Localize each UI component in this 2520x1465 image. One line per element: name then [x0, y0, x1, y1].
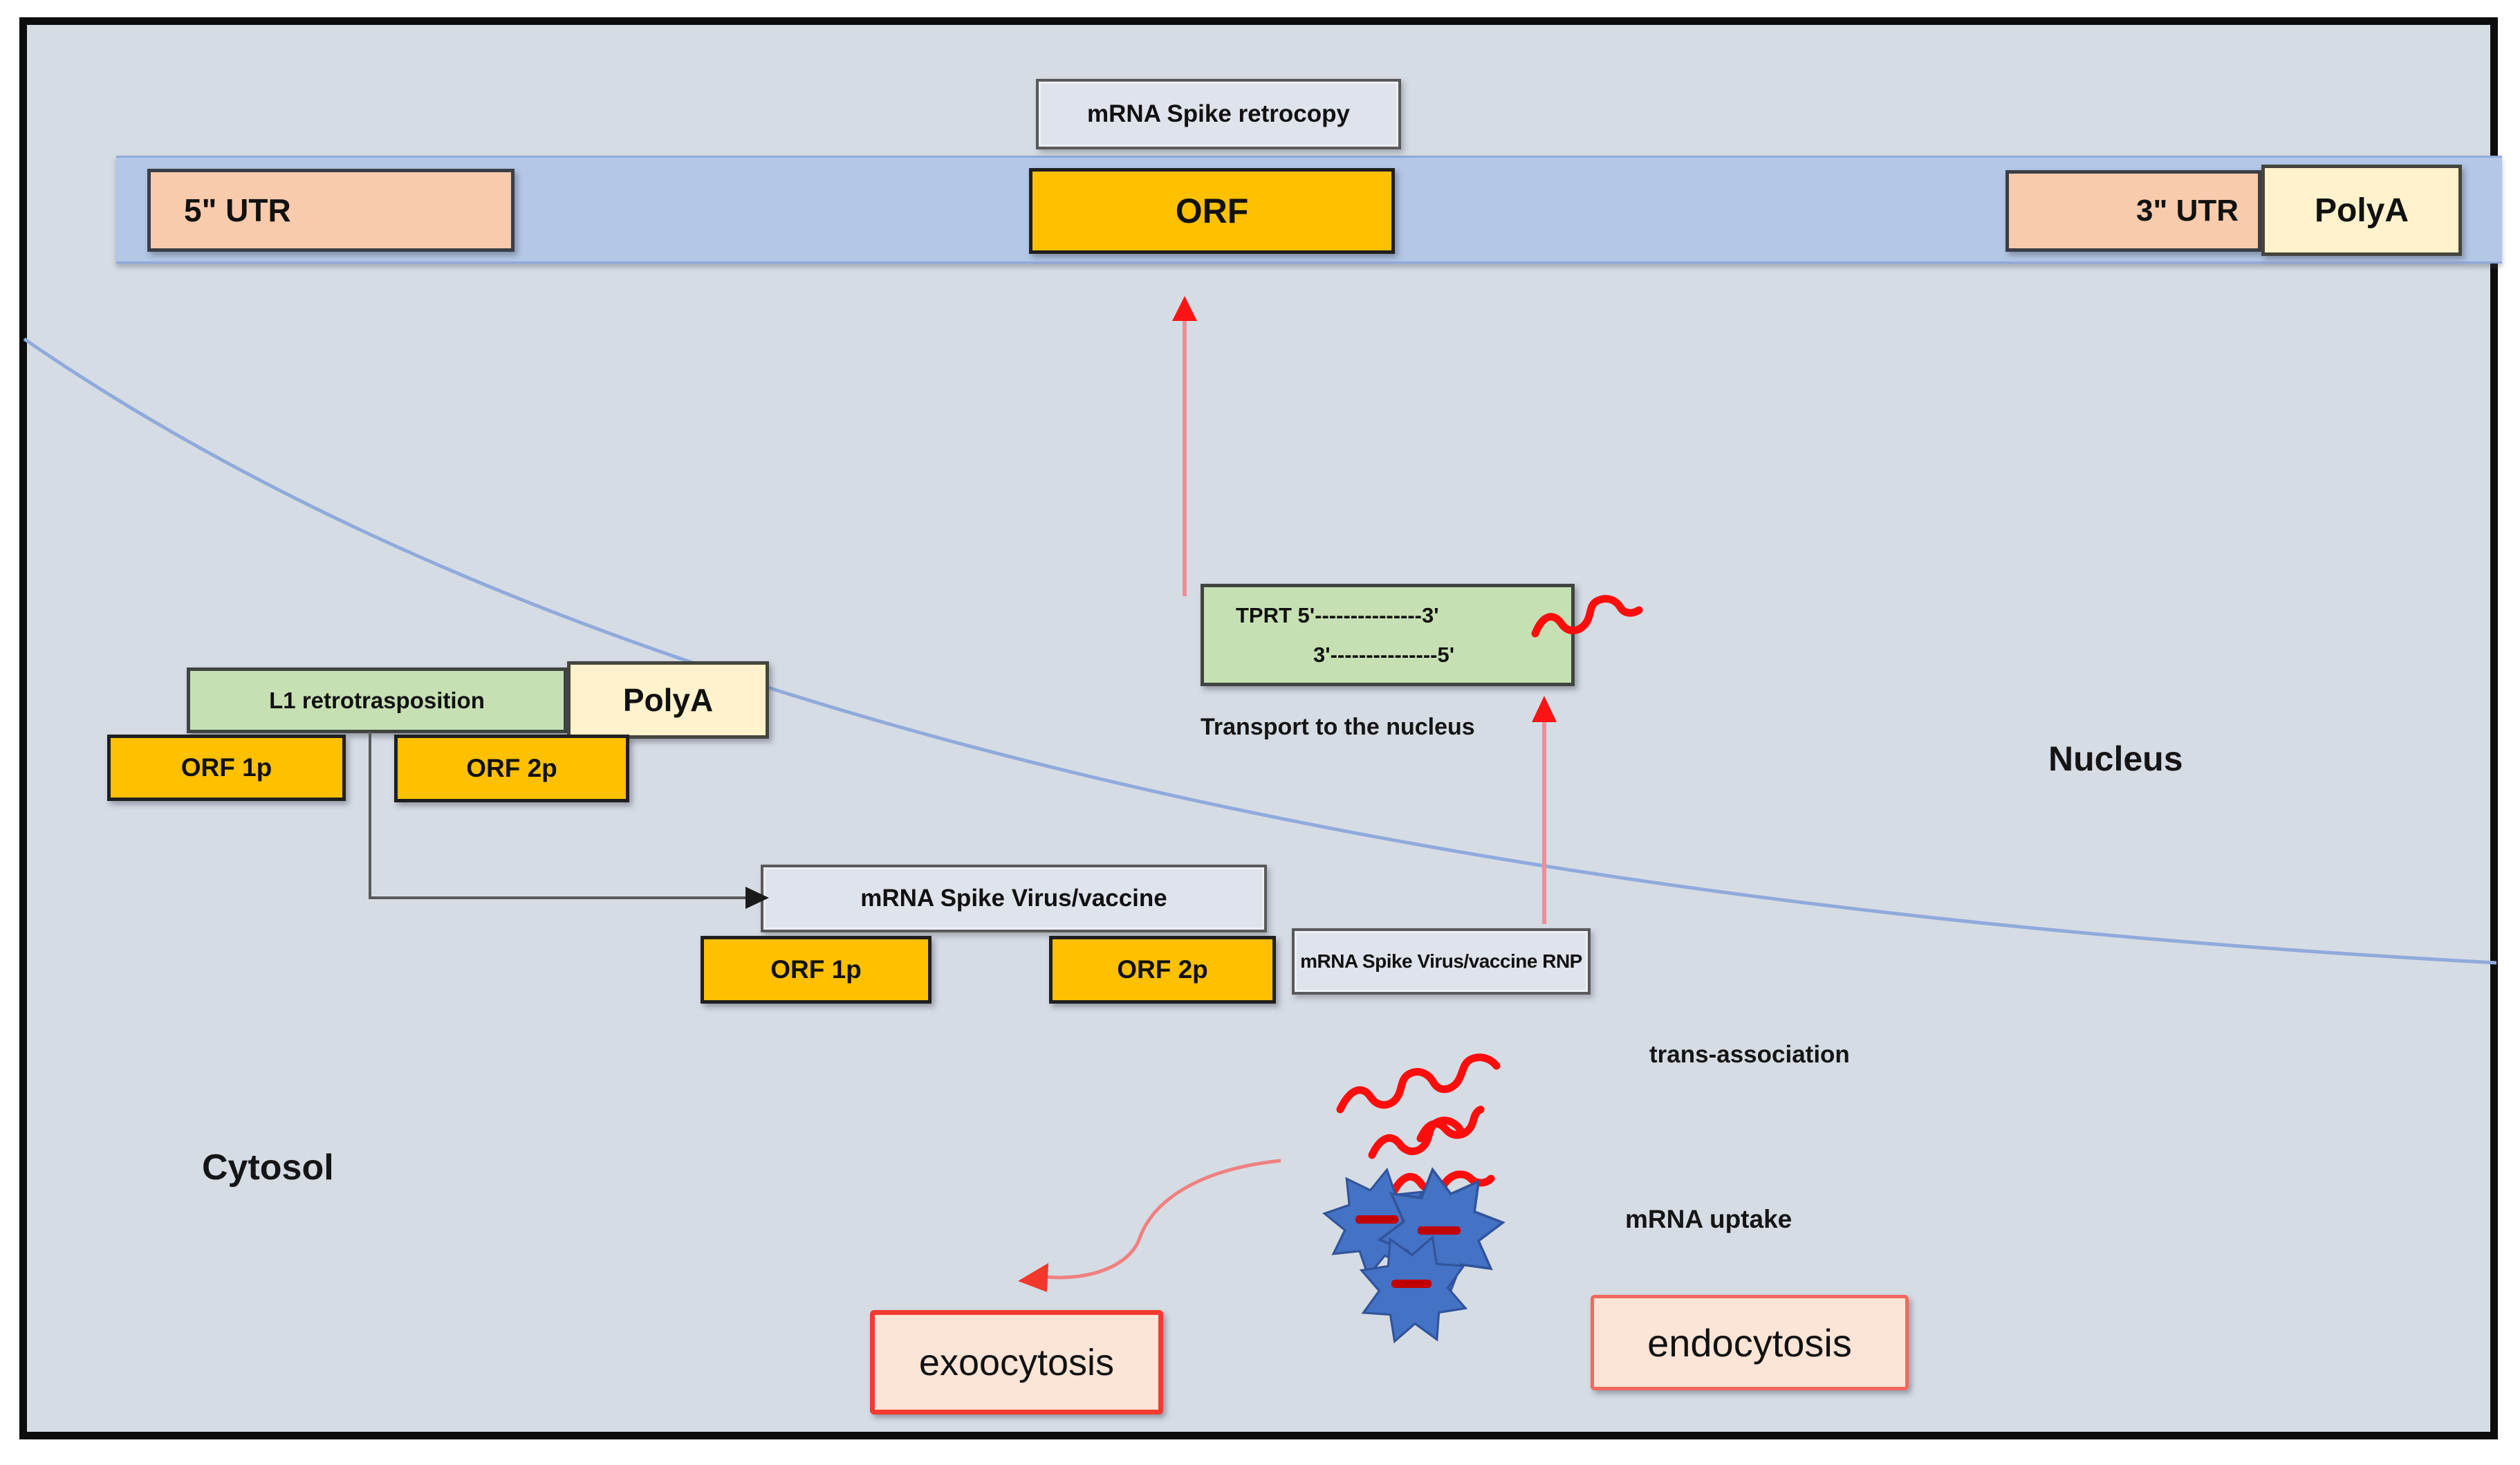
utr3-label: 3" UTR: [2136, 194, 2239, 228]
exocytosis-label: exoocytosis: [918, 1341, 1115, 1383]
l1-orf2p-label: ORF 2p: [466, 754, 557, 782]
mrna-uptake-label: mRNA uptake: [1625, 1205, 1792, 1233]
polya-box: PolyA: [2261, 165, 2462, 256]
orf-box: ORF: [1029, 168, 1395, 254]
exocytosis-box: exoocytosis: [870, 1310, 1163, 1415]
rnp-label: mRNA Spike Virus/vaccine RNP: [1300, 950, 1582, 972]
l1-polya-box: PolyA: [567, 661, 769, 739]
rnp-box: mRNA Spike Virus/vaccine RNP: [1292, 928, 1591, 995]
orf-label: ORF: [1175, 192, 1249, 230]
l1-polya-label: PolyA: [622, 682, 714, 718]
utr5-label: 5" UTR: [184, 192, 291, 228]
l1-orf1p-label: ORF 1p: [180, 753, 272, 782]
transport-to-nucleus-label: Transport to the nucleus: [1201, 714, 1475, 740]
l1-retrotransposition-label: L1 retrotrasposition: [269, 687, 485, 713]
utr5-box: 5" UTR: [147, 169, 515, 252]
tprt-box: TPRT 5'---------------3' 3'-------------…: [1201, 584, 1575, 686]
utr3-box: 3" UTR: [2005, 170, 2261, 252]
polya-label: PolyA: [2314, 192, 2409, 229]
l1-retrotransposition-box: L1 retrotrasposition: [187, 667, 567, 733]
retrocopy-title-label: mRNA Spike retrocopy: [1087, 100, 1350, 127]
spike-orf2p-box: ORF 2p: [1049, 936, 1276, 1004]
spike-orf2p-label: ORF 2p: [1117, 955, 1208, 984]
l1-orf2p-box: ORF 2p: [394, 735, 629, 802]
spike-virus-vaccine-box: mRNA Spike Virus/vaccine: [761, 865, 1267, 932]
spike-virus-vaccine-label: mRNA Spike Virus/vaccine: [860, 885, 1167, 912]
tprt-line1: TPRT 5'---------------3': [1236, 602, 1439, 627]
nucleus-label: Nucleus: [2048, 739, 2183, 778]
trans-association-label: trans-association: [1649, 1041, 1850, 1068]
retrocopy-title-box: mRNA Spike retrocopy: [1036, 79, 1401, 149]
endocytosis-label: endocytosis: [1647, 1320, 1852, 1365]
endocytosis-box: endocytosis: [1591, 1295, 1909, 1390]
cytosol-label: Cytosol: [202, 1148, 334, 1188]
spike-orf1p-label: ORF 1p: [770, 955, 862, 984]
l1-orf1p-box: ORF 1p: [107, 735, 346, 801]
spike-orf1p-box: ORF 1p: [701, 936, 932, 1004]
tprt-line2: 3'---------------5': [1313, 643, 1455, 667]
